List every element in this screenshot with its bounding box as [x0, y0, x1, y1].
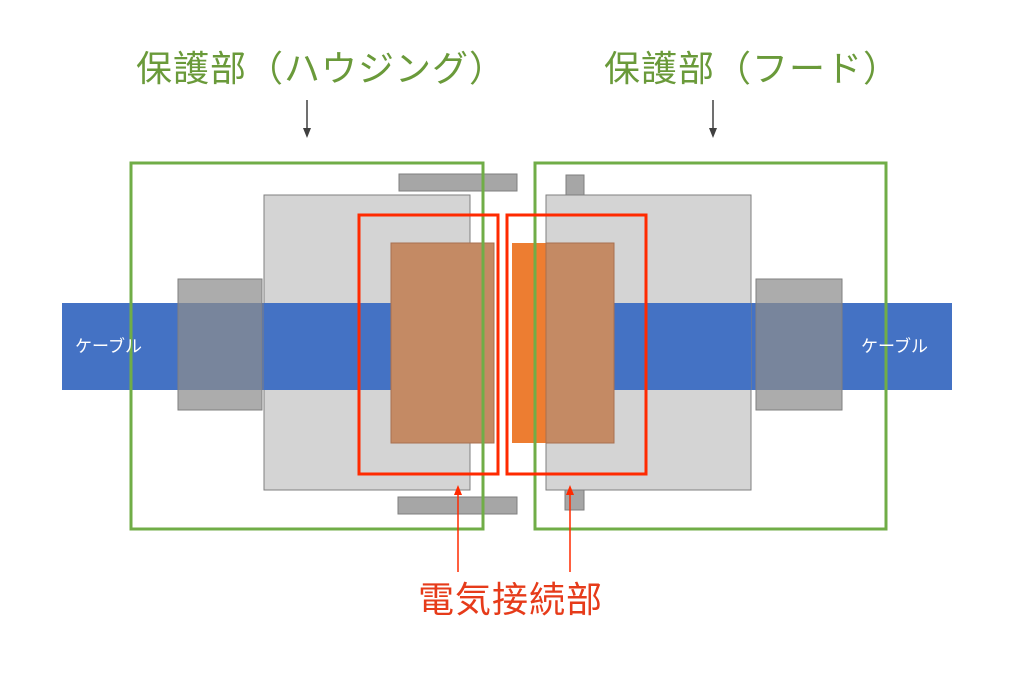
hood-contact — [545, 242, 615, 444]
housing-contact — [390, 242, 495, 444]
arrow-connection-left — [454, 485, 462, 572]
cable-clamp-right — [755, 278, 843, 411]
protection-frame-housing — [129, 161, 485, 531]
hood-contact-bright — [512, 243, 546, 443]
hood-tab-top — [565, 174, 585, 196]
arrow-connection-right — [566, 485, 574, 572]
hood-label: 保護部（フード） — [604, 49, 901, 90]
cable-right-inner — [614, 303, 751, 390]
cable-label-left: ケーブル — [75, 337, 142, 357]
housing-label: 保護部（ハウジング） — [136, 49, 507, 90]
latch-bar-top — [398, 173, 518, 192]
cable-clamp-left — [177, 278, 263, 411]
arrow-hood — [709, 100, 717, 138]
electrical-connection-label: 電気接続部 — [418, 580, 604, 621]
cable-label-right: ケーブル — [861, 337, 928, 357]
connection-frame-hood — [505, 213, 648, 476]
cable-left-inner — [264, 303, 392, 390]
arrow-housing — [303, 100, 311, 138]
connection-frame-housing — [357, 213, 500, 476]
protection-frame-hood — [533, 161, 888, 531]
